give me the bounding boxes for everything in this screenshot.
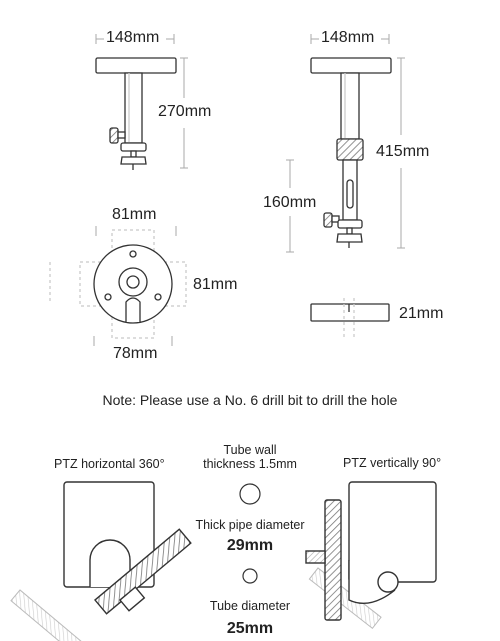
pole-outline	[125, 297, 141, 322]
ptz-horizontal-illustration	[10, 481, 192, 641]
mount-base	[120, 156, 147, 165]
mount-base	[336, 233, 363, 243]
ghost-arm	[10, 589, 105, 641]
base-plate-outer-label: 78mm	[113, 345, 158, 362]
outer-pole	[340, 72, 360, 140]
short-mount-height-label: 270mm	[158, 103, 212, 120]
outer-dimension-line	[93, 336, 173, 346]
short-mount	[95, 34, 188, 170]
long-mount-height-label: 415mm	[376, 143, 430, 160]
tube-ring	[242, 568, 258, 584]
ceiling-plate	[95, 57, 177, 74]
height-dimension-line	[180, 57, 188, 169]
pipe-sections	[239, 483, 261, 584]
vertical-arm	[324, 499, 342, 621]
camera-bracket	[348, 560, 396, 604]
long-mount-width-label: 148mm	[321, 29, 375, 46]
side-plate-body	[310, 303, 390, 322]
ptz-vertical-illustration	[305, 481, 437, 629]
pole-clamp	[337, 219, 363, 229]
screw-hole-right	[154, 293, 162, 301]
base-plate	[49, 226, 187, 346]
short-mount-width-label: 148mm	[106, 29, 160, 46]
twist-collar	[336, 138, 364, 161]
side-plate	[310, 298, 390, 340]
thick-pipe-label: Thick pipe diameter	[195, 518, 305, 532]
camera-arch	[89, 539, 131, 587]
drill-note: Note: Please use a No. 6 drill bit to dr…	[102, 392, 398, 408]
base-plate-height-label: 81mm	[193, 276, 238, 293]
width-dimension-line	[310, 34, 390, 44]
ceiling-plate	[310, 57, 392, 74]
base-plate-width-label: 81mm	[112, 206, 157, 223]
inner-pole-slot	[346, 179, 354, 209]
bearing	[377, 571, 399, 593]
swivel-arm	[94, 528, 192, 615]
long-mount-min-height-label: 160mm	[263, 194, 317, 211]
height-dimension-line	[397, 57, 405, 249]
mount-screw	[130, 150, 137, 158]
long-mount	[286, 34, 405, 253]
short-pole	[124, 72, 143, 144]
min-height-dimension-line	[286, 159, 294, 253]
screw-hole-left	[104, 293, 112, 301]
tube-label: Tube diameter	[209, 599, 291, 613]
side-plate-thickness-label: 21mm	[399, 305, 444, 322]
center-hole	[126, 275, 140, 289]
camera-body	[348, 481, 437, 583]
thick-pipe-value: 29mm	[226, 537, 274, 554]
tube-wall-label: Tube wall thickness 1.5mm	[203, 443, 297, 471]
width-dimension-line	[95, 34, 175, 44]
pole-clamp	[120, 142, 147, 152]
thick-pipe-ring	[239, 483, 261, 505]
ptz-horizontal-label: PTZ horizontal 360°	[54, 457, 165, 471]
lock-knob	[109, 127, 119, 144]
tube-value: 25mm	[226, 620, 274, 637]
screw-hole-top	[129, 250, 137, 258]
screw-stud	[305, 550, 326, 564]
lock-knob	[323, 212, 333, 228]
ptz-vertical-label: PTZ vertically 90°	[343, 456, 442, 470]
width-dimension-line	[95, 226, 177, 236]
